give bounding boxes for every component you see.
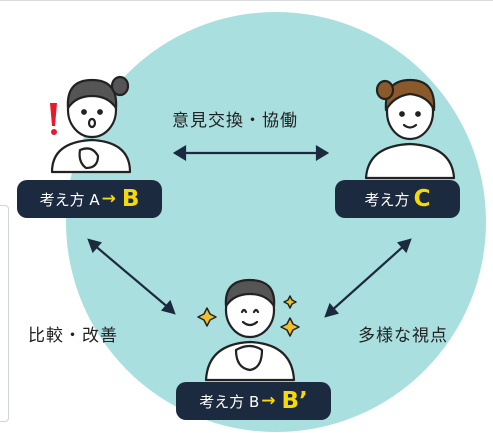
person-c-figure	[364, 78, 456, 180]
side-panel-edge	[0, 205, 9, 422]
person-b-pill: 考え方 B → B’	[176, 382, 331, 420]
person-b-highlight: B’	[281, 388, 308, 414]
sparkle-left-icon	[197, 307, 217, 327]
arrow-c-b	[329, 243, 407, 313]
person-a-prefix: 考え方 A	[39, 190, 100, 209]
arrow-head-a	[87, 238, 102, 254]
person-a-arrow: →	[101, 189, 116, 209]
sparkle-right-small-icon	[283, 295, 297, 309]
arrow-head-b-left	[161, 299, 176, 315]
sparkle-right-icon	[280, 317, 300, 337]
person-b-arrow: →	[261, 391, 276, 411]
person-b-prefix: 考え方 B	[199, 392, 260, 411]
person-a-highlight: B	[121, 186, 140, 212]
center-label: 意見交換・協働	[172, 111, 298, 131]
arrow-head-left	[172, 145, 187, 161]
arrow-head-c	[397, 238, 412, 254]
arrow-head-b-right	[324, 302, 339, 318]
exchange-arrows	[87, 145, 412, 318]
person-a-figure	[50, 75, 132, 174]
person-c-pill: 考え方 C	[335, 180, 460, 218]
background-circle	[66, 12, 486, 432]
right-label: 多様な視点	[358, 326, 448, 346]
person-b-figure	[204, 278, 296, 382]
arrow-head-right	[315, 145, 330, 161]
arrow-a-b	[92, 243, 171, 310]
person-c-prefix: 考え方	[364, 190, 410, 209]
left-label: 比較・改善	[28, 326, 118, 346]
exclamation-icon	[50, 103, 57, 135]
person-c-highlight: C	[413, 186, 431, 212]
top-divider	[0, 0, 493, 1]
person-a-pill: 考え方 A → B	[17, 180, 162, 218]
sparkles	[197, 295, 300, 337]
